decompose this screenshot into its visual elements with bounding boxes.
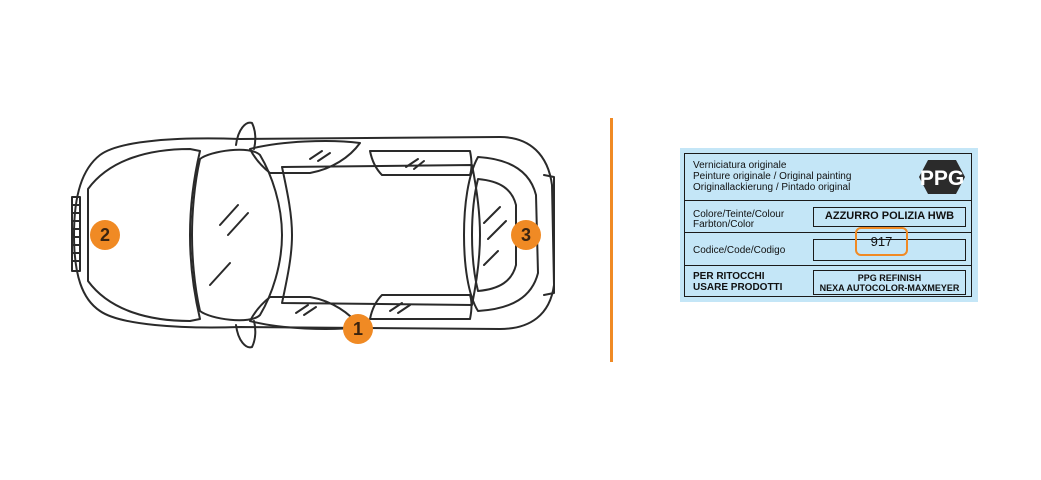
touchup-label-line-2: USARE PRODOTTI: [693, 282, 783, 293]
label-header-row: Verniciatura originale Peinture original…: [685, 154, 971, 201]
label-code-row: Codice/Code/Codigo: [685, 233, 971, 266]
header-line-2: Peinture originale / Original painting: [693, 171, 852, 182]
marker-3: 3: [511, 220, 541, 250]
rear-window: [471, 178, 517, 292]
rear-side-window-right: [369, 294, 473, 320]
header-line-3: Originallackierung / Pintado original: [693, 182, 851, 193]
label-colour-row: Colore/Teinte/Colour Farbton/Color AZZUR…: [685, 201, 971, 233]
touchup-value-box: PPG REFINISH NEXA AUTOCOLOR-MAXMEYER: [813, 270, 966, 295]
marker-1-number: 1: [352, 319, 363, 339]
ppg-logo-text: PPG: [920, 167, 964, 190]
marker-2: 2: [90, 220, 120, 250]
touchup-label-line-1: PER RITOCCHI: [693, 271, 765, 282]
header-line-1: Verniciatura originale: [693, 160, 787, 171]
label-touchup-row: PER RITOCCHI USARE PRODOTTI PPG REFINISH…: [685, 266, 971, 296]
paint-code-highlight: 917: [855, 227, 908, 256]
rear-hatch-outline: [463, 156, 539, 312]
left-mirror: [235, 121, 257, 150]
colour-label-line-1: Colore/Teinte/Colour: [693, 209, 785, 220]
hood-outline: [87, 148, 201, 322]
marker-1: 1: [343, 314, 373, 344]
ppg-paint-label: Verniciatura originale Peinture original…: [680, 148, 978, 302]
marker-2-number: 2: [99, 225, 110, 245]
vertical-divider: [610, 118, 613, 362]
car-top-view-diagram: [71, 121, 555, 349]
code-label: Codice/Code/Codigo: [693, 245, 786, 256]
ppg-logo-icon: PPG: [919, 160, 965, 194]
front-side-window-right: [249, 296, 361, 330]
colour-label-line-2: Farbton/Color: [693, 219, 755, 230]
touchup-value-line-2: NEXA AUTOCOLOR-MAXMEYER: [819, 283, 960, 293]
label-frame: Verniciatura originale Peinture original…: [684, 153, 972, 297]
touchup-value-line-1: PPG REFINISH: [857, 273, 922, 283]
car-body-outline: [73, 136, 555, 330]
right-mirror: [235, 320, 257, 349]
windshield: [191, 148, 283, 322]
front-side-window-left: [249, 140, 361, 174]
marker-3-number: 3: [520, 225, 531, 245]
front-grille: [71, 196, 81, 272]
rear-side-window-left: [369, 150, 473, 176]
roof: [281, 164, 481, 306]
paint-code-value: 917: [870, 234, 893, 249]
colour-value-box: AZZURRO POLIZIA HWB: [813, 207, 966, 227]
code-value-box: [813, 239, 966, 261]
